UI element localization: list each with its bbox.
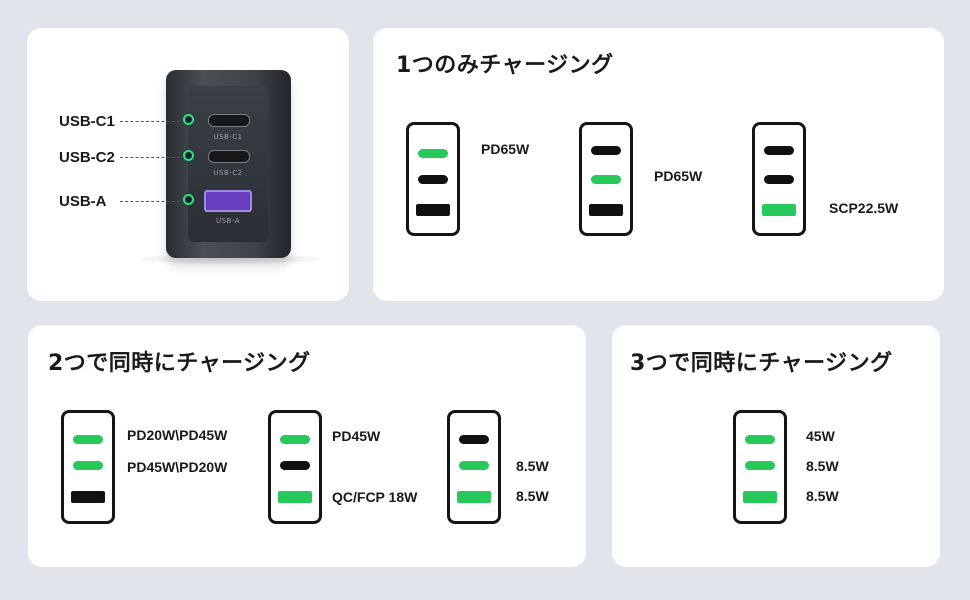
pointer-line-c1 [120,121,180,122]
led-indicator-a [183,194,194,205]
power-label: PD65W [481,141,530,157]
power-label: 8.5W [516,458,549,474]
power-label: SCP22.5W [829,200,899,216]
port-diagram [61,410,115,524]
usb-a-slot [278,491,312,503]
port-diagram [733,410,787,524]
usb-c1-port [208,114,250,127]
usb-a-slot [71,491,105,503]
usb-a-slot [457,491,491,503]
power-label: PD65W [654,168,703,184]
pointer-line-a [120,201,180,202]
dual-charging-title: 2つで同時にチャージング [48,351,311,376]
charger-image: USB-C1 USB-C2 USB-A [166,70,291,258]
usb-c2-slot [459,461,489,470]
usb-c1-label: USB-C1 [59,113,115,130]
port-diagram [406,122,460,236]
power-label: PD45W [332,428,381,444]
port-diagram [447,410,501,524]
power-label: 8.5W [806,488,839,504]
power-label: QC/FCP 18W [332,489,418,505]
charger-face: USB-C1 USB-C2 USB-A [188,86,268,242]
usb-c1-slot [745,435,775,444]
power-label: PD20W\PD45W [127,427,228,443]
usb-c1-print: USB-C1 [213,133,243,141]
triple-charging-title: 3つで同時にチャージング [630,351,893,376]
port-diagram [268,410,322,524]
usb-c1-slot [280,435,310,444]
usb-c1-slot [418,149,448,158]
charger-shadow [140,254,320,264]
port-diagram [752,122,806,236]
single-charging-card [373,28,944,301]
usb-a-slot [743,491,777,503]
power-label: PD45W\PD20W [127,459,228,475]
power-label: 45W [806,428,835,444]
usb-a-print: USB-A [215,217,241,225]
usb-c2-slot [418,175,448,184]
usb-c2-port [208,150,250,163]
usb-a-label: USB-A [59,193,107,210]
usb-c2-slot [280,461,310,470]
power-label: 8.5W [806,458,839,474]
usb-a-slot [589,204,623,216]
usb-a-slot [762,204,796,216]
power-label: 8.5W [516,488,549,504]
usb-c1-slot [459,435,489,444]
usb-c2-label: USB-C2 [59,149,115,166]
single-charging-title: 1つのみチャージング [396,53,614,78]
usb-c1-slot [73,435,103,444]
usb-c2-slot [73,461,103,470]
usb-c2-print: USB-C2 [213,169,243,177]
led-indicator-c2 [183,150,194,161]
usb-c1-slot [764,146,794,155]
usb-c2-slot [764,175,794,184]
led-indicator-c1 [183,114,194,125]
usb-c1-slot [591,146,621,155]
usb-a-slot [416,204,450,216]
pointer-line-c2 [120,157,180,158]
usb-c2-slot [745,461,775,470]
usb-c2-slot [591,175,621,184]
usb-a-port [204,190,252,212]
port-diagram [579,122,633,236]
